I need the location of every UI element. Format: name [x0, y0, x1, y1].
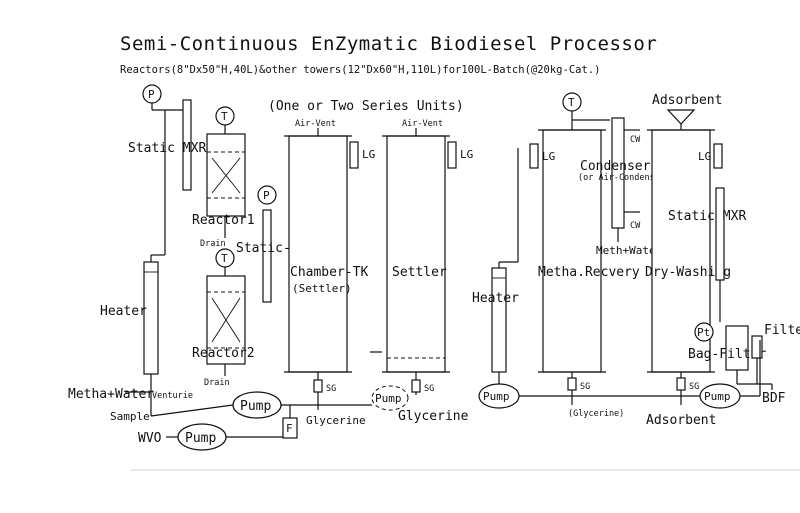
pump-label: Pump — [704, 390, 731, 403]
sight-glass-icon — [411, 379, 421, 393]
sg-label: SG — [424, 384, 434, 394]
adsorbent-bottom-label: Adsorbent — [646, 413, 716, 428]
condenser: CW CW Condenser (or Air-Condenser) Meth+… — [578, 117, 670, 257]
drain1-label: Drain — [200, 239, 226, 249]
chamber-tk: Air-Vent LG Chamber-TK (Settler) SG Glyc… — [284, 119, 375, 427]
meth-water-out-label: Meth+Water — [596, 244, 663, 257]
settler: Air-Vent LG Settler SG Pump Glycerine — [316, 119, 473, 424]
condenser-sub: (or Air-Condenser) — [578, 173, 670, 183]
sg-label: SG — [326, 384, 336, 394]
lg-label: LG — [542, 150, 555, 163]
metha-recovery-vessel — [542, 129, 602, 373]
cw-label: CW — [630, 135, 641, 145]
pump-label: Pump — [483, 390, 510, 403]
sight-glass-icon — [567, 377, 577, 391]
heater-left-label: Heater — [100, 304, 147, 319]
pressure-gauge-label: P — [148, 88, 155, 101]
chamber-tk-label: Chamber-TK — [290, 265, 368, 280]
static-mxr-right-label: Static MXR — [668, 209, 746, 224]
filter-right-label: Filte — [764, 323, 800, 338]
pressure-gauge-icon — [694, 322, 714, 342]
sg-label: SG — [689, 382, 699, 392]
sg-label: SG — [580, 382, 590, 392]
level-gauge-icon — [349, 141, 359, 169]
temperature-gauge-label: T — [221, 252, 228, 265]
pump-icon — [371, 385, 409, 411]
heater-mid: Heater Pump — [472, 148, 572, 409]
bag-filter-label: Bag-Filter — [688, 347, 766, 362]
level-gauge-icon — [529, 143, 539, 169]
chamber-tk-sub: (Settler) — [292, 282, 352, 295]
pressure-gauge-label: P — [263, 189, 270, 202]
temperature-gauge-label: T — [221, 110, 228, 123]
condenser-label: Condenser — [580, 159, 651, 174]
glycerine-1-label: Glycerine — [306, 414, 366, 427]
lg-label: LG — [460, 148, 473, 161]
dry-washing: Adsorbent LG Dry-Washing SG Adsorbent — [645, 93, 731, 428]
metha-water-in-label: Metha+Water — [68, 387, 154, 402]
sight-glass-icon — [676, 377, 686, 391]
diagram-title: Semi-Continuous EnZymatic Biodiesel Proc… — [120, 33, 657, 55]
venturie-label: Venturie — [152, 391, 193, 401]
glycerine-3-label: (Glycerine) — [568, 409, 624, 419]
diagram-subtitle: Reactors(8"Dx50"H,40L)&other towers(12"D… — [120, 64, 600, 76]
reactor1-label: Reactor1 — [192, 213, 255, 228]
pump-label: Pump — [185, 431, 216, 446]
static-mxr-mid-tube — [262, 209, 272, 303]
level-gauge-icon — [447, 141, 457, 169]
pressure-gauge-label: Pt — [697, 326, 710, 339]
hopper-icon — [666, 109, 696, 125]
air-vent-2-label: Air-Vent — [402, 119, 443, 129]
bdf-label: BDF — [762, 391, 786, 406]
reactor1: T Reactor1 Drain — [192, 106, 255, 249]
glycerine-2-label: Glycerine — [398, 409, 469, 424]
f-box-label: F — [286, 422, 293, 435]
static-mxr-left: P Static MXR — [128, 84, 206, 191]
heater-mid-body — [491, 267, 507, 373]
lg-label: LG — [362, 148, 375, 161]
chamber-tk-vessel — [288, 135, 348, 373]
settler-vessel — [386, 135, 446, 373]
right-section: Static MXR Pt Bag-Filter Filte BDF Pump — [668, 187, 800, 409]
level-gauge-icon — [713, 143, 723, 169]
static-mxr-left-label: Static MXR — [128, 141, 206, 156]
adsorbent-top-label: Adsorbent — [652, 93, 722, 108]
temperature-gauge-label: T — [568, 96, 575, 109]
settler-label: Settler — [392, 265, 447, 280]
pump-label: Pump — [240, 399, 271, 414]
reactor2-label: Reactor2 — [192, 346, 255, 361]
cw-label: CW — [630, 221, 641, 231]
reactor2: T Reactor2 Drain — [192, 248, 255, 388]
air-vent-1-label: Air-Vent — [295, 119, 336, 129]
wvo-label: WVO — [138, 431, 162, 446]
heater-left: Heater Metha+Water Venturie Sample — [68, 110, 193, 423]
metha-recovery-label: Metha.Recvery — [538, 265, 640, 280]
pump-group-left: Pump Pump WVO F — [138, 391, 316, 451]
static-mxr-right-tube — [715, 187, 725, 281]
pressure-gauge-icon — [257, 185, 277, 205]
static-mxr-left-tube — [182, 99, 192, 191]
sample-label: Sample — [110, 410, 150, 423]
heater-mid-label: Heater — [472, 291, 519, 306]
series-note: (One or Two Series Units) — [268, 99, 464, 114]
metha-recovery: T LG Metha.Recvery SG (Glycerine) — [529, 92, 700, 419]
drain2-label: Drain — [204, 378, 230, 388]
dry-washing-label: Dry-Washing — [645, 265, 731, 280]
lg-label: LG — [698, 150, 711, 163]
sight-glass-icon — [313, 379, 323, 393]
pump-label: Pump — [375, 392, 402, 405]
